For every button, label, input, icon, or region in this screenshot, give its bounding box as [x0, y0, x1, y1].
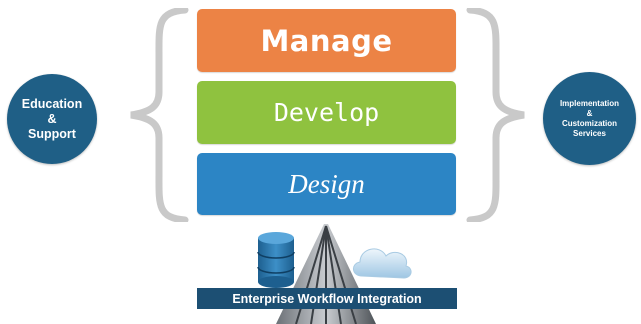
layer-label: Manage — [260, 23, 393, 58]
circle-text-line: Services — [573, 128, 606, 138]
education-support-circle: Education & Support — [7, 74, 97, 164]
layer-design: Design — [197, 153, 456, 215]
layer-develop: Develop — [197, 81, 456, 144]
circle-text-line: & — [586, 108, 593, 118]
base-label-text: Enterprise Workflow Integration — [232, 291, 422, 306]
right-curly-bracket — [466, 8, 525, 222]
circle-text-line: Implementation — [559, 98, 620, 108]
cloud-icon — [353, 248, 412, 279]
left-curly-bracket — [130, 8, 189, 222]
integration-illustration — [257, 224, 412, 324]
database-icon — [257, 232, 295, 288]
implementation-services-circle: Implementation & Customization Services — [543, 72, 636, 165]
enterprise-workflow-integration-label: Enterprise Workflow Integration — [197, 288, 457, 309]
layer-label: Design — [288, 168, 365, 199]
circle-text-line: & — [47, 111, 57, 126]
circle-text-line: Customization — [561, 118, 618, 128]
circle-text-line: Education — [21, 96, 83, 111]
layer-manage: Manage — [197, 9, 456, 72]
circle-text-line: Support — [28, 126, 76, 141]
layer-label: Develop — [273, 98, 380, 127]
